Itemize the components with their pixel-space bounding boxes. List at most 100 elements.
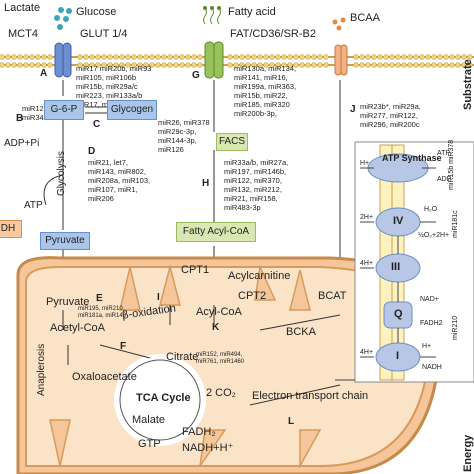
letter-i: I (157, 292, 160, 303)
lipid-head (167, 54, 173, 60)
complex-q-label: Q (394, 308, 403, 320)
lipid-head (305, 62, 311, 68)
lipid-head (323, 54, 329, 60)
anaplerosis-label: Anaplerosis (36, 343, 47, 396)
lipid-head (395, 62, 401, 68)
lipid-head (0, 62, 5, 68)
nadh-small-label: NADH (422, 364, 442, 371)
mirna-c-3: miR144-3p, (158, 136, 197, 145)
lipid-head (269, 54, 275, 60)
lipid-head (239, 62, 245, 68)
lipid-head (107, 62, 113, 68)
lipid-head (365, 54, 371, 60)
fadh2-label: FADH₂ (182, 426, 216, 438)
lipid-head (251, 62, 257, 68)
mirna-e-2: miR181a, miR143 (78, 313, 127, 319)
lipid-head (317, 62, 323, 68)
lipid-head (197, 62, 203, 68)
lipid-head (185, 54, 191, 60)
mirna-g-4: miR15b, miR22, (234, 91, 288, 100)
lipid-head (149, 54, 155, 60)
co2-label: 2 CO₂ (206, 387, 236, 399)
lipid-head (359, 62, 365, 68)
lipid-head (257, 54, 263, 60)
letter-d: D (88, 146, 96, 157)
mirna-b-1: miR125b (22, 104, 53, 113)
lipid-head (137, 54, 143, 60)
bcka-label: BCKA (286, 326, 316, 338)
lipid-head (149, 62, 155, 68)
lipid-head (125, 54, 131, 60)
lipid-head (155, 62, 161, 68)
mirna-list-citrate: miR152, miR494, miR761, miR1460 (196, 352, 244, 366)
letter-g: G (192, 70, 200, 81)
mirna-h-6: miR483-3p (224, 203, 261, 212)
lipid-head (437, 62, 443, 68)
lipid-head (467, 54, 473, 60)
mirna-c-1: miR26, miR378 (158, 118, 210, 127)
lipid-head (185, 62, 191, 68)
lipid-head (353, 54, 359, 60)
lipid-head (47, 62, 53, 68)
mirna-list-g: miR130a, miR134, miR141, miR16, miR199a,… (234, 64, 296, 118)
lipid-head (41, 62, 47, 68)
mirna-h-1: miR33a/b, miR27a, (224, 158, 289, 167)
lipid-head (275, 62, 281, 68)
mirna-list-e: miR195, miR210, miR181a, miR143 (78, 306, 126, 320)
side-mirna-i: miR210 (452, 315, 459, 340)
lipid-head (161, 62, 167, 68)
lipid-head (173, 62, 179, 68)
letter-j: J (350, 104, 356, 115)
atp-label: ATP (24, 200, 43, 211)
bcat-label: BCAT (318, 290, 347, 302)
lipid-head (245, 62, 251, 68)
lipid-head (407, 62, 413, 68)
lipid-head (383, 62, 389, 68)
lipid-head (401, 54, 407, 60)
nadh-label: NADH+H⁺ (182, 442, 234, 454)
lipid-head (23, 62, 29, 68)
lipid-head (371, 62, 377, 68)
mirna-h-5: miR21, miR158, (224, 194, 278, 203)
mirna-g-3: miR199a, miR363, (234, 82, 297, 91)
mirna-d-2: miR143, miR802, (88, 167, 146, 176)
lipid-head (11, 62, 17, 68)
mirna-j-1: miR23b*, miR29a, (360, 102, 421, 111)
letter-f: F (120, 341, 127, 352)
lipid-head (443, 62, 449, 68)
mirna-a-2: miR105, miR106b (76, 73, 137, 82)
lipid-head (227, 62, 233, 68)
mirna-d-3: miR208a, miR103, (88, 176, 151, 185)
two-h-label: 2H+ (360, 214, 374, 221)
lipid-head (461, 62, 467, 68)
mirna-h-2: miR197, miR146b, (224, 167, 287, 176)
mirna-e-1: miR195, miR210, (78, 306, 125, 312)
cpt1-label: CPT1 (181, 264, 210, 276)
mirna-list-h: miR33a/b, miR27a, miR197, miR146b, miR12… (224, 158, 288, 212)
glucose-label: Glucose (76, 6, 117, 18)
lipid-head (455, 54, 461, 60)
cpt2-label: CPT2 (238, 290, 267, 302)
mirna-g-2: miR141, miR16, (234, 73, 288, 82)
etc-arrows (360, 167, 436, 358)
lipid-head (143, 54, 149, 60)
lipid-head (263, 54, 269, 60)
lipid-head (191, 62, 197, 68)
lipid-head (89, 62, 95, 68)
h2o-label: H₂O (424, 206, 438, 213)
lipid-head (287, 62, 293, 68)
lipid-head (41, 54, 47, 60)
lipid-head (461, 54, 467, 60)
lipid-head (377, 54, 383, 60)
mirna-citrate-2: miR761, miR1460 (196, 359, 245, 365)
mirna-c-2: miR29c-3p, (158, 127, 197, 136)
pyruvate-mito-label: Pyruvate (46, 296, 90, 308)
nad-label: NAD+ (420, 296, 439, 303)
mirna-list-b: miR125b miR34a (22, 104, 52, 122)
lipid-head (119, 54, 125, 60)
mirna-d-1: miR21, let7, (88, 158, 129, 167)
lipid-head (131, 62, 137, 68)
lipid-head (311, 54, 317, 60)
complex-iii-label: III (391, 261, 401, 273)
lipid-head (119, 62, 125, 68)
